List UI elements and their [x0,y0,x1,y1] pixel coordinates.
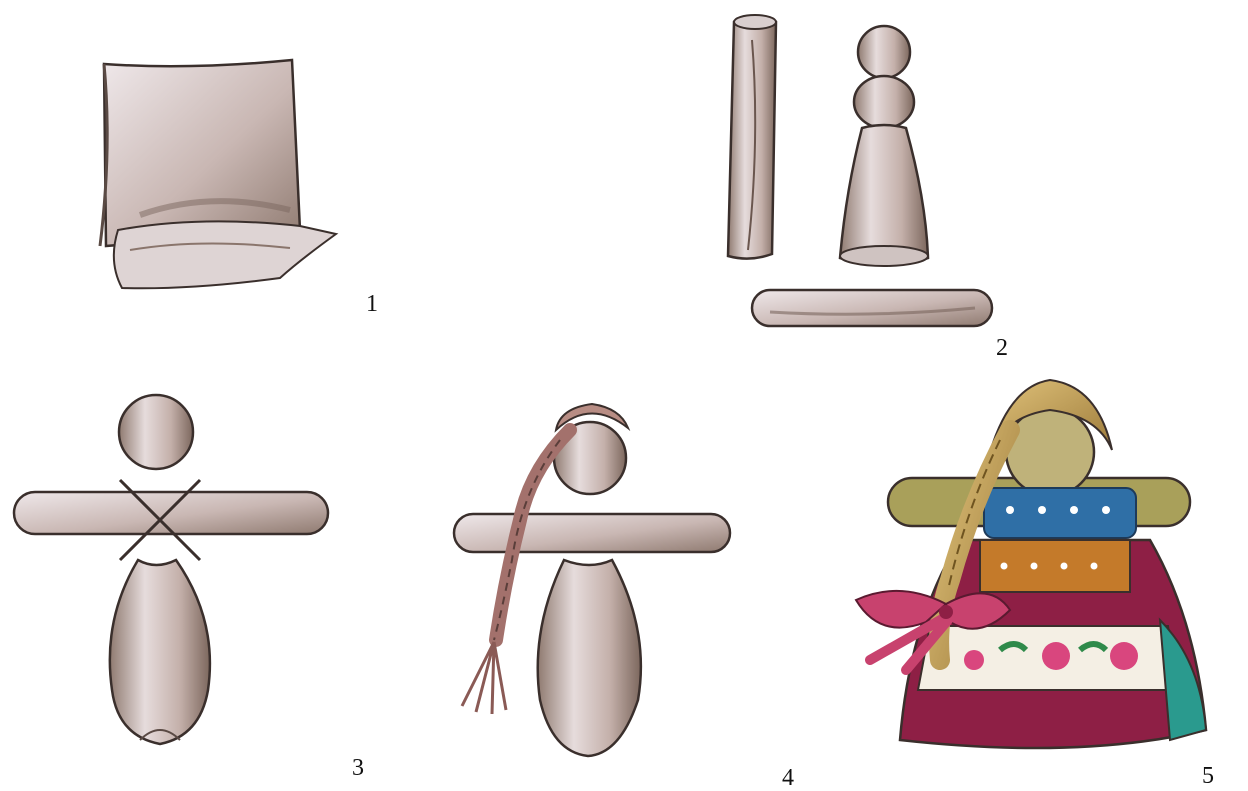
step1-folded-cloth [100,60,336,288]
step-number-2: 2 [996,336,1008,360]
step4-doll-braid [454,404,730,756]
step2-rolls [728,15,992,326]
step3-doll-body [14,395,328,744]
step5-finished-doll [856,380,1206,748]
step-number-3: 3 [352,756,364,780]
step-number-5: 5 [1202,764,1214,788]
step-number-4: 4 [782,766,794,790]
step-number-1: 1 [366,292,378,316]
